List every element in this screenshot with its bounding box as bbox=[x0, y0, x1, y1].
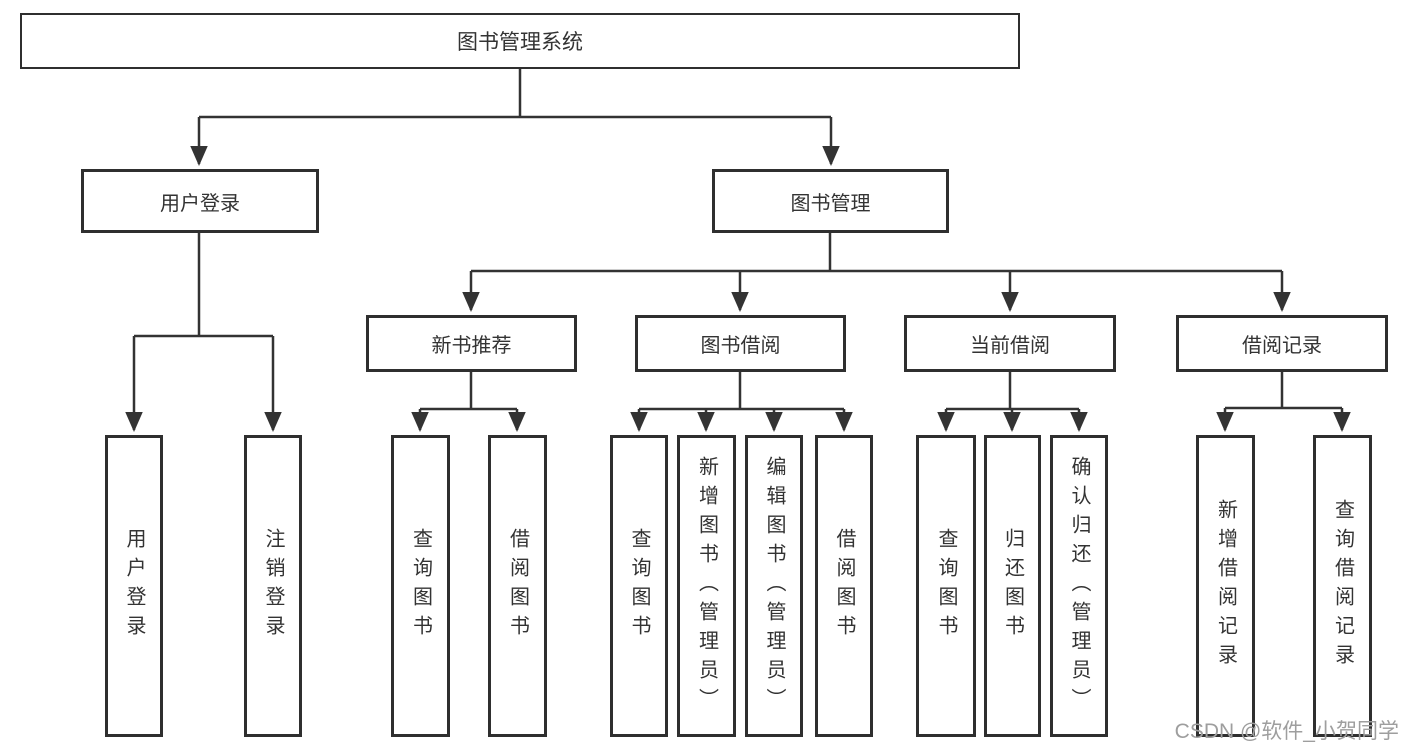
node-borrow-record: 借阅记录 bbox=[1176, 315, 1388, 372]
leaf-user-login-label: 用户登录 bbox=[123, 528, 145, 644]
node-user-login: 用户登录 bbox=[81, 169, 319, 233]
leaf-borrow-query-book: 查询图书 bbox=[610, 435, 668, 737]
leaf-query-borrow-record-label: 查询借阅记录 bbox=[1331, 499, 1354, 673]
node-borrow-record-label: 借阅记录 bbox=[1242, 335, 1322, 357]
leaf-current-query-book: 查询图书 bbox=[916, 435, 976, 737]
node-current-borrow: 当前借阅 bbox=[904, 315, 1116, 372]
leaf-confirm-return-label: 确认归还（管理员） bbox=[1068, 455, 1090, 717]
leaf-user-login: 用户登录 bbox=[105, 435, 163, 737]
node-user-login-label: 用户登录 bbox=[160, 192, 240, 215]
leaf-edit-book: 编辑图书（管理员） bbox=[745, 435, 803, 737]
leaf-edit-book-label: 编辑图书（管理员） bbox=[763, 455, 785, 717]
node-current-borrow-label: 当前借阅 bbox=[970, 335, 1050, 357]
leaf-add-book: 新增图书（管理员） bbox=[677, 435, 736, 737]
node-book-borrow: 图书借阅 bbox=[635, 315, 846, 372]
leaf-add-book-label: 新增图书（管理员） bbox=[695, 455, 718, 717]
node-library-system: 图书管理系统 bbox=[20, 13, 1020, 69]
leaf-recommend-query-book-label: 查询图书 bbox=[409, 528, 432, 644]
node-book-management: 图书管理 bbox=[712, 169, 949, 233]
leaf-recommend-borrow-book: 借阅图书 bbox=[488, 435, 547, 737]
leaf-return-book-label: 归还图书 bbox=[1001, 528, 1024, 644]
leaf-query-borrow-record: 查询借阅记录 bbox=[1313, 435, 1372, 737]
leaf-add-borrow-record-label: 新增借阅记录 bbox=[1214, 499, 1237, 673]
node-new-book-recommend: 新书推荐 bbox=[366, 315, 577, 372]
leaf-confirm-return: 确认归还（管理员） bbox=[1050, 435, 1108, 737]
watermark: CSDN @软件_小贺同学 bbox=[1174, 720, 1399, 743]
leaf-recommend-borrow-book-label: 借阅图书 bbox=[506, 528, 529, 644]
leaf-borrow-borrow-book: 借阅图书 bbox=[815, 435, 873, 737]
node-new-book-recommend-label: 新书推荐 bbox=[431, 335, 512, 357]
leaf-borrow-query-book-label: 查询图书 bbox=[628, 528, 650, 644]
leaf-current-query-book-label: 查询图书 bbox=[935, 528, 957, 644]
leaf-add-borrow-record: 新增借阅记录 bbox=[1196, 435, 1255, 737]
leaf-borrow-borrow-book-label: 借阅图书 bbox=[833, 528, 855, 644]
leaf-return-book: 归还图书 bbox=[984, 435, 1041, 737]
node-book-borrow-label: 图书借阅 bbox=[700, 335, 781, 357]
leaf-logout-label: 注销登录 bbox=[262, 528, 284, 644]
leaf-recommend-query-book: 查询图书 bbox=[391, 435, 450, 737]
node-library-system-label: 图书管理系统 bbox=[457, 31, 583, 54]
leaf-logout: 注销登录 bbox=[244, 435, 302, 737]
node-book-management-label: 图书管理 bbox=[790, 192, 871, 215]
